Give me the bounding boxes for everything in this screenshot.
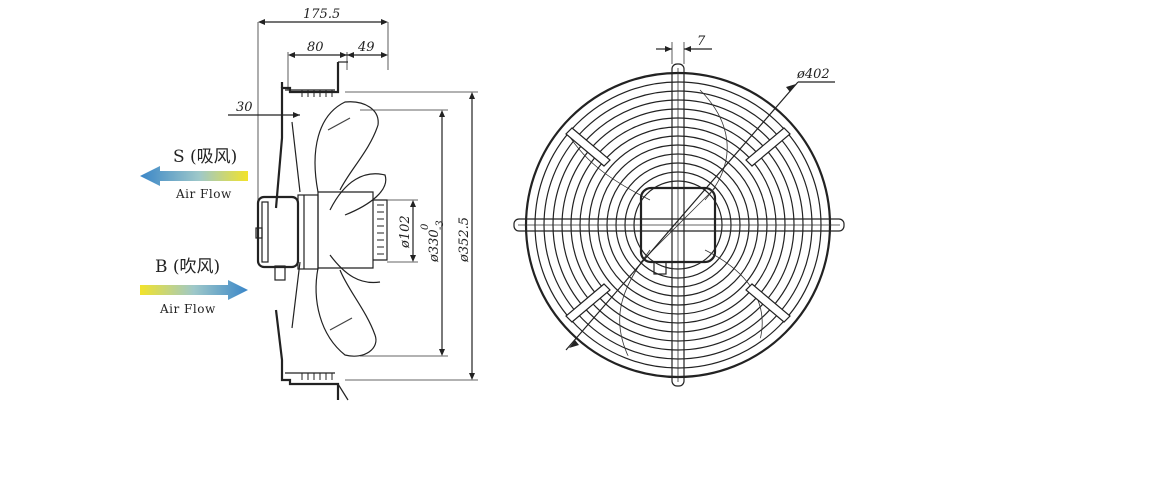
dim-grill-diameter: ø402 — [796, 67, 830, 82]
dim-hub-diameter: ø102 — [398, 215, 413, 249]
front-view: ø402 7 — [513, 34, 845, 387]
dim-80: 80 — [307, 40, 324, 55]
dim-blade-diameter: ø330 — [427, 229, 442, 263]
suction-label: S (吸风) — [173, 147, 237, 167]
suction-arrow-icon — [140, 166, 248, 186]
dim-49: 49 — [357, 40, 375, 55]
blow-arrow-icon — [140, 280, 248, 300]
blow-label: B (吹风) — [155, 257, 220, 277]
suction-sub-label: Air Flow — [175, 187, 232, 201]
dim-30: 30 — [236, 100, 253, 115]
airflow-legend: S (吸风) Air Flow B (吹风) Air Flow — [140, 147, 248, 316]
dim-blade-tol-lower: -3 — [435, 220, 446, 230]
side-view: 175.5 80 49 30 — [228, 7, 478, 401]
dim-blade-tol-upper: 0 — [420, 223, 431, 230]
dim-flange-diameter: ø352.5 — [457, 217, 472, 263]
dim-slot-width: 7 — [697, 34, 706, 49]
dim-overall-width: 175.5 — [303, 7, 340, 22]
blow-sub-label: Air Flow — [159, 302, 216, 316]
